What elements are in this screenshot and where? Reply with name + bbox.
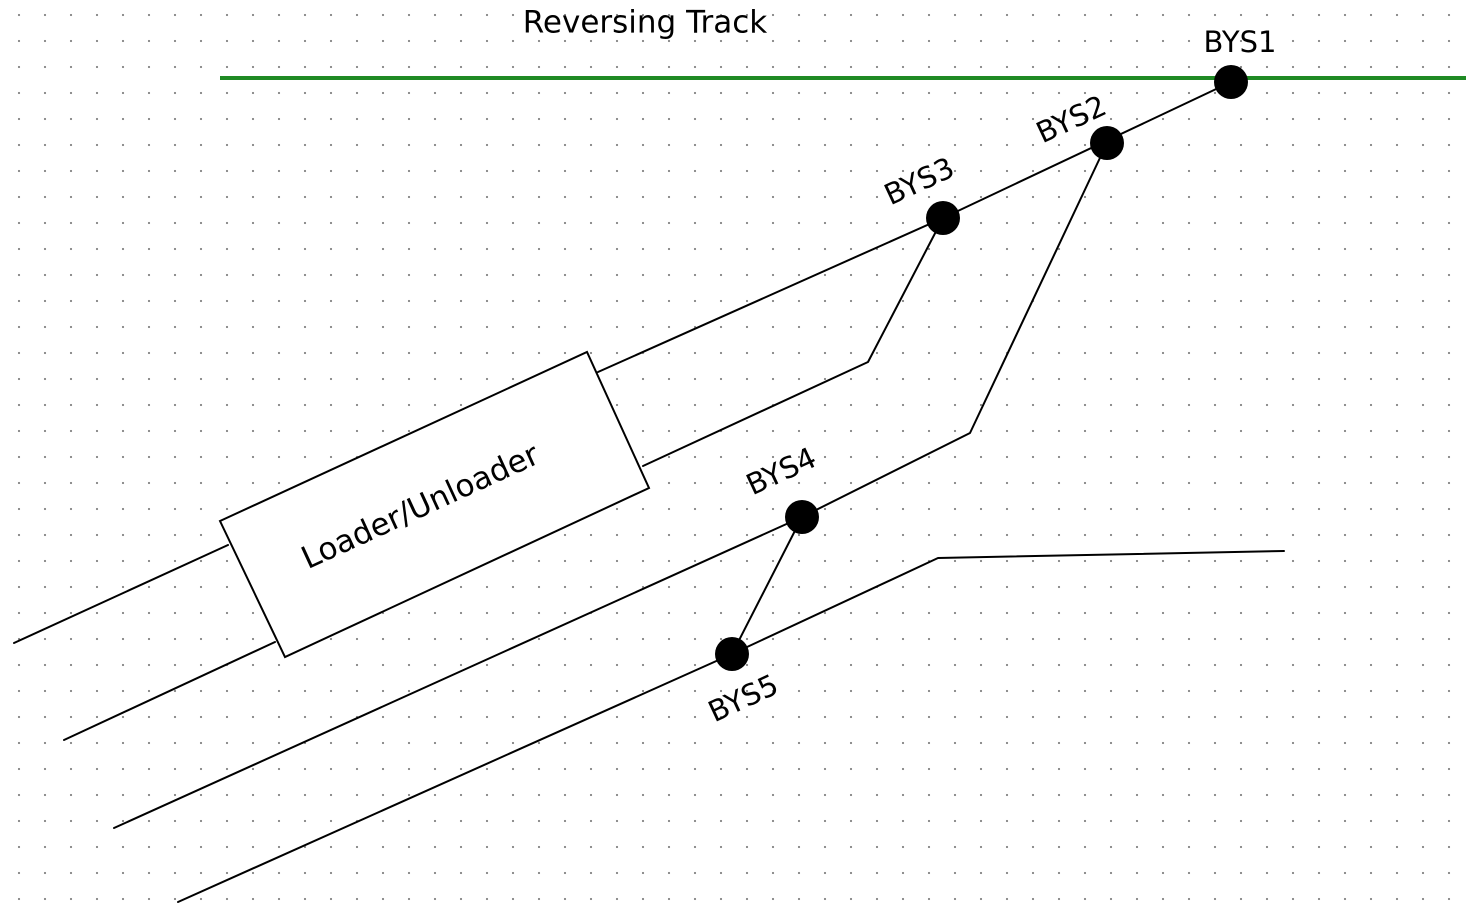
switch-label-bys4: BYS4: [741, 440, 821, 502]
switch-label-bys5: BYS5: [703, 667, 783, 729]
track-main-upper: [597, 81, 1232, 373]
track-main-left: [13, 544, 229, 644]
switch-node-bys1: [1214, 65, 1248, 99]
loader-unloader-box: [218, 350, 651, 659]
track-bys3-branch: [642, 217, 944, 467]
track-bys2-branch: [113, 142, 1108, 829]
switch-label-bys1: BYS1: [1204, 25, 1277, 59]
switch-node-bys5: [715, 637, 749, 671]
diagram-title: Reversing Track: [523, 5, 767, 41]
track-lower: [177, 550, 1285, 903]
track-second-left: [63, 641, 276, 741]
switch-node-bys2: [1090, 126, 1124, 160]
switch-node-bys4: [785, 500, 819, 534]
track-crossover-bys4-bys5: [731, 516, 803, 655]
switch-node-bys3: [926, 201, 960, 235]
